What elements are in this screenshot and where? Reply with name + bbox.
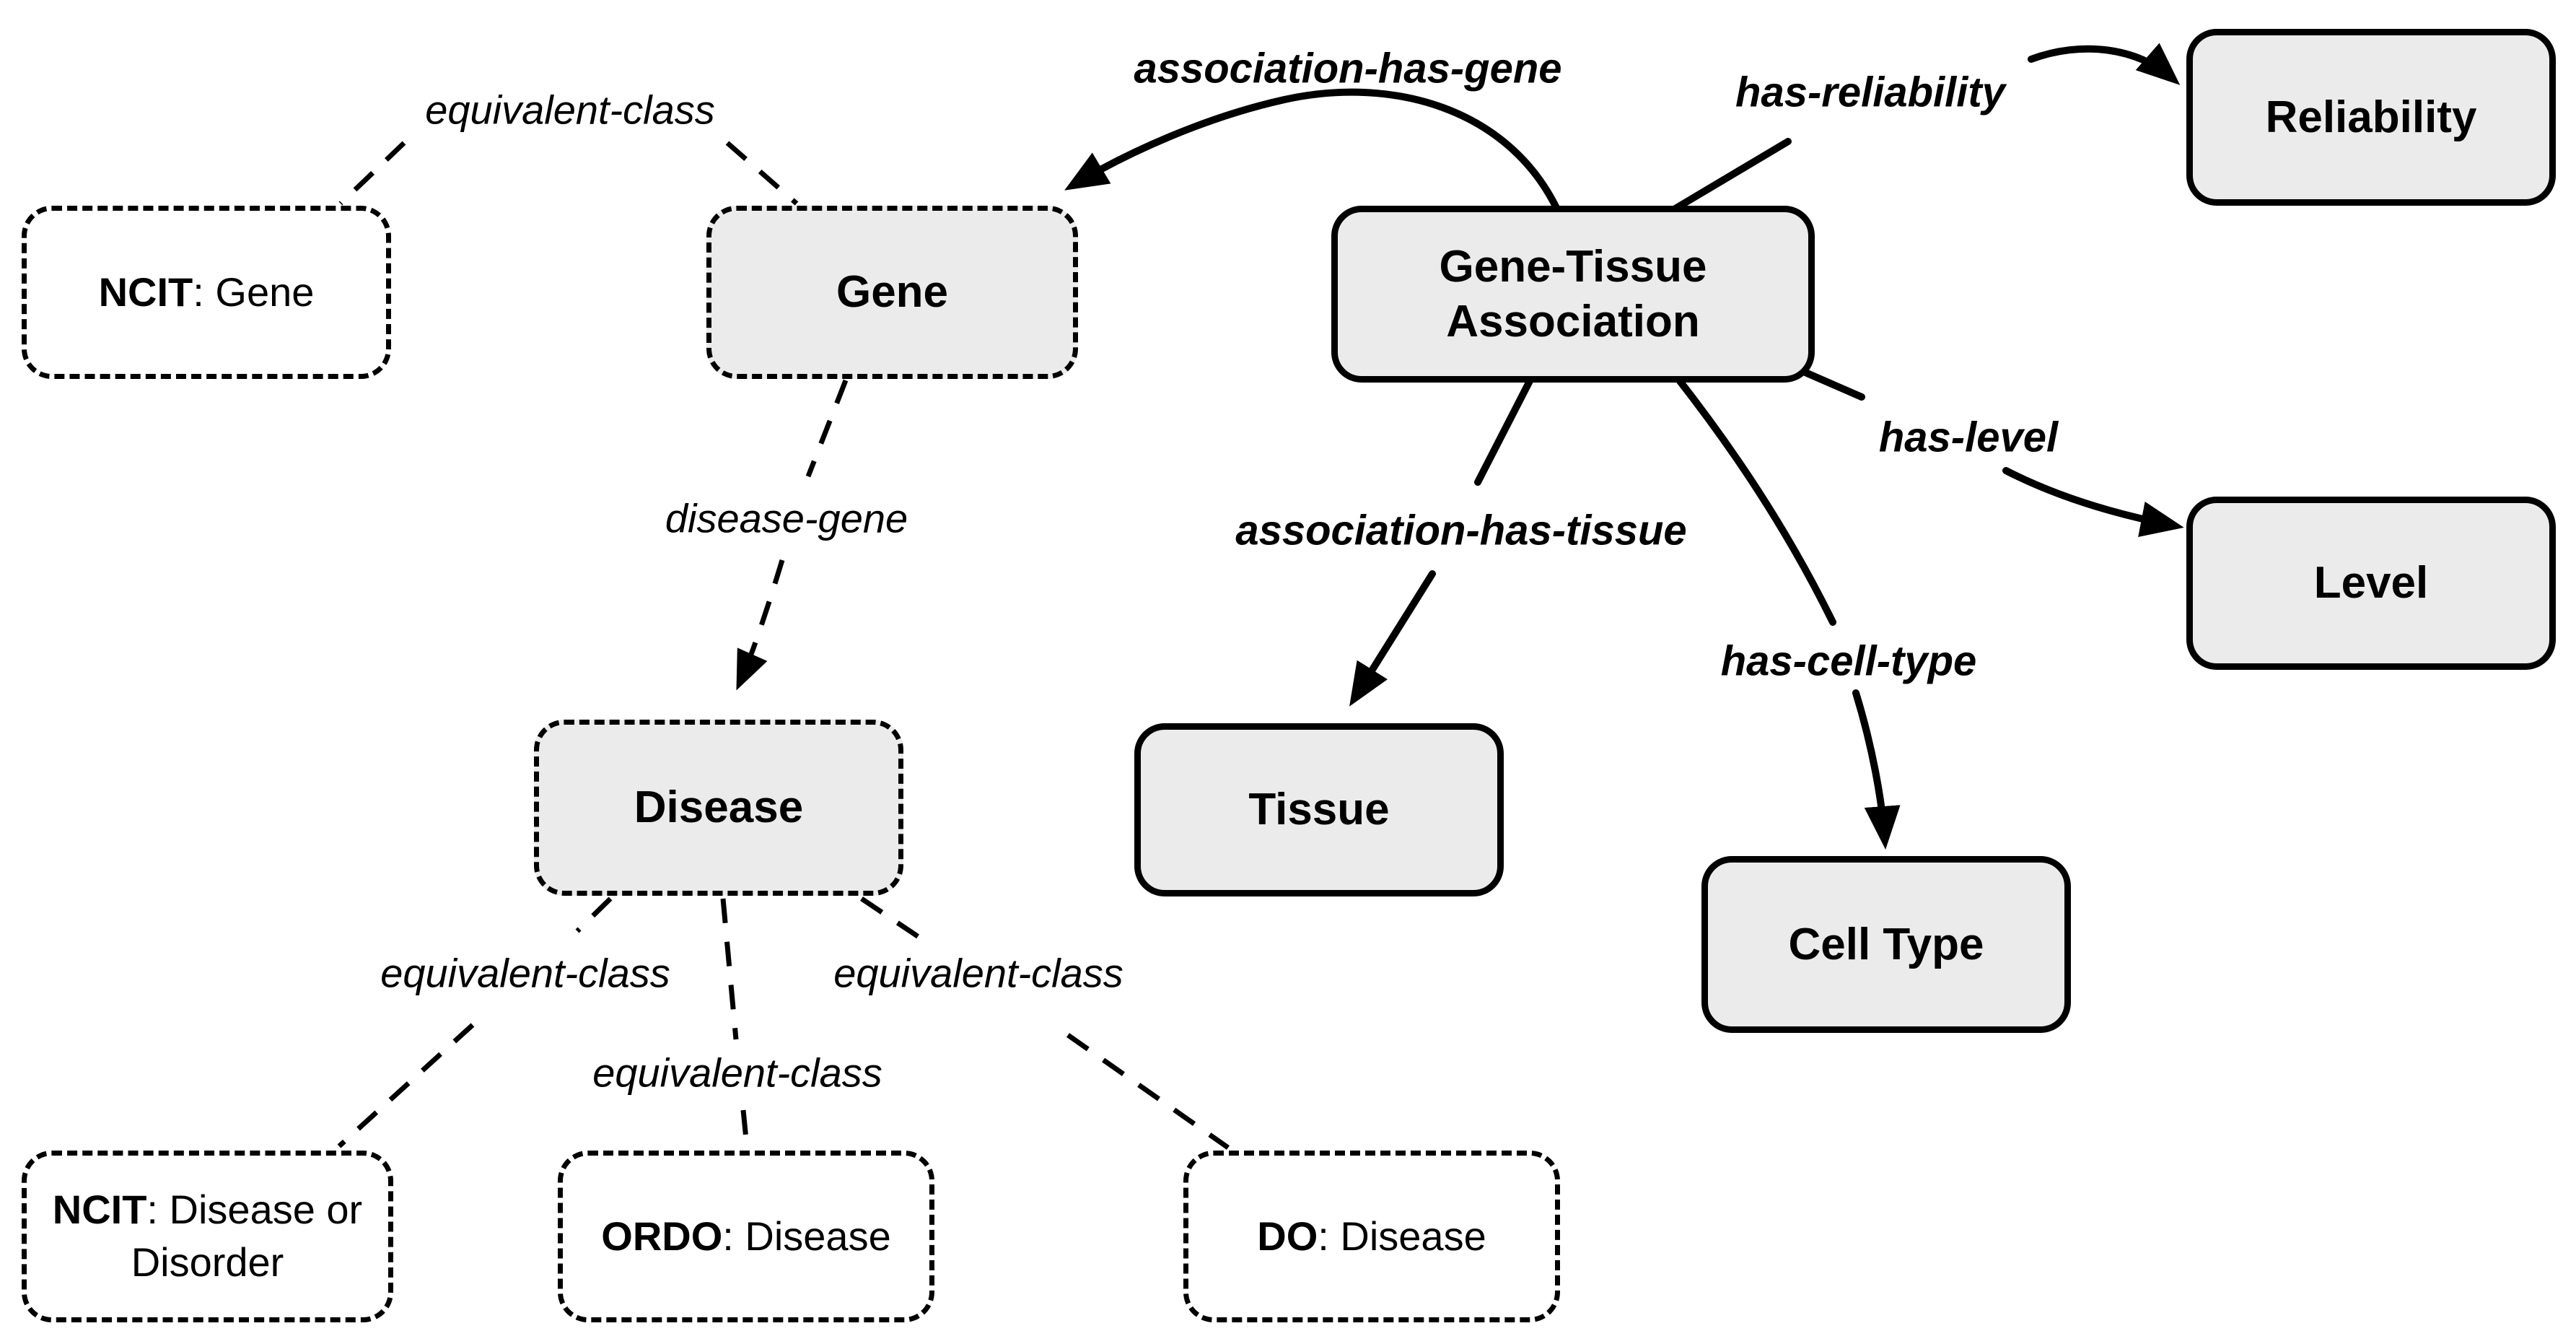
- ncit-gene-label: : Gene: [193, 269, 315, 315]
- gene-tissue-association-label: Gene-Tissue Association: [1439, 241, 1707, 346]
- do-disease-label: : Disease: [1318, 1213, 1486, 1259]
- node-ncit-disease-or-disorder: NCIT: Disease or Disorder: [22, 1151, 393, 1322]
- edge-label-has-cell-type: has-cell-type: [1720, 637, 1977, 685]
- node-ncit-gene: NCIT: Gene: [22, 206, 391, 379]
- tissue-label: Tissue: [1248, 785, 1390, 835]
- edge-label-equivalent-class-bottom-left: equivalent-class: [380, 950, 670, 996]
- disease-label: Disease: [634, 782, 804, 833]
- edge-has-reliability-stem: [1670, 138, 1792, 213]
- edge-label-association-has-gene: association-has-gene: [1134, 45, 1562, 92]
- edge-has-level-arrow: [2002, 467, 2184, 537]
- edge-disease-to-ncit-disease-lower: [337, 1023, 475, 1148]
- edge-has-cell-type-arrow: [1852, 689, 1901, 850]
- edge-disease-gene-upper: [805, 379, 849, 478]
- do-disease-prefix: DO: [1257, 1213, 1318, 1259]
- node-disease: Disease: [534, 720, 903, 896]
- edge-label-equivalent-class-bottom-right: equivalent-class: [833, 950, 1123, 996]
- level-label: Level: [2313, 558, 2429, 608]
- edge-association-has-tissue-arrow: [1349, 570, 1436, 707]
- node-do-disease: DO: Disease: [1183, 1151, 1560, 1322]
- node-level: Level: [2186, 497, 2556, 670]
- edge-label-has-reliability: has-reliability: [1735, 69, 2005, 116]
- edge-disease-gene-arrow: [736, 559, 785, 691]
- edge-label-association-has-tissue: association-has-tissue: [1235, 507, 1687, 554]
- edge-equivalent-class-to-gene: [725, 141, 799, 206]
- edge-has-reliability-arrow: [2028, 43, 2181, 85]
- edge-label-equivalent-class-bottom-mid: equivalent-class: [592, 1050, 882, 1096]
- edge-disease-to-do-lower: [1066, 1033, 1230, 1150]
- node-ordo-disease: ORDO: Disease: [558, 1151, 934, 1322]
- cell-type-label: Cell Type: [1788, 919, 1984, 969]
- ncit-disease-label: : Disease or Disorder: [131, 1187, 363, 1285]
- node-gene-tissue-association: Gene-Tissue Association: [1331, 206, 1815, 383]
- node-cell-type: Cell Type: [1701, 856, 2071, 1033]
- reliability-label: Reliability: [2265, 92, 2477, 142]
- ncit-gene-prefix: NCIT: [98, 269, 193, 315]
- edge-association-has-gene: [1064, 88, 1561, 213]
- node-gene: Gene: [706, 206, 1078, 379]
- edge-label-has-level: has-level: [1878, 414, 2059, 461]
- edge-label-disease-gene: disease-gene: [665, 495, 908, 541]
- edge-disease-to-ordo-lower: [740, 1109, 750, 1147]
- edge-has-level-stem: [1802, 369, 1865, 401]
- edge-association-has-tissue-stem: [1474, 375, 1535, 486]
- ordo-disease-prefix: ORDO: [601, 1213, 723, 1259]
- edge-disease-to-ncit-disease-upper: [575, 896, 613, 933]
- node-tissue: Tissue: [1134, 723, 1504, 896]
- gene-label: Gene: [836, 267, 949, 318]
- edge-disease-to-ordo-upper: [720, 898, 739, 1040]
- edge-has-cell-type-stem: [1674, 375, 1836, 626]
- ncit-disease-prefix: NCIT: [52, 1187, 147, 1233]
- node-reliability: Reliability: [2186, 29, 2556, 206]
- edge-disease-to-do-upper: [860, 896, 926, 943]
- edge-label-equivalent-class-top: equivalent-class: [425, 87, 715, 133]
- edge-equivalent-class-to-ncit-gene: [338, 141, 406, 206]
- ordo-disease-label: : Disease: [722, 1213, 891, 1259]
